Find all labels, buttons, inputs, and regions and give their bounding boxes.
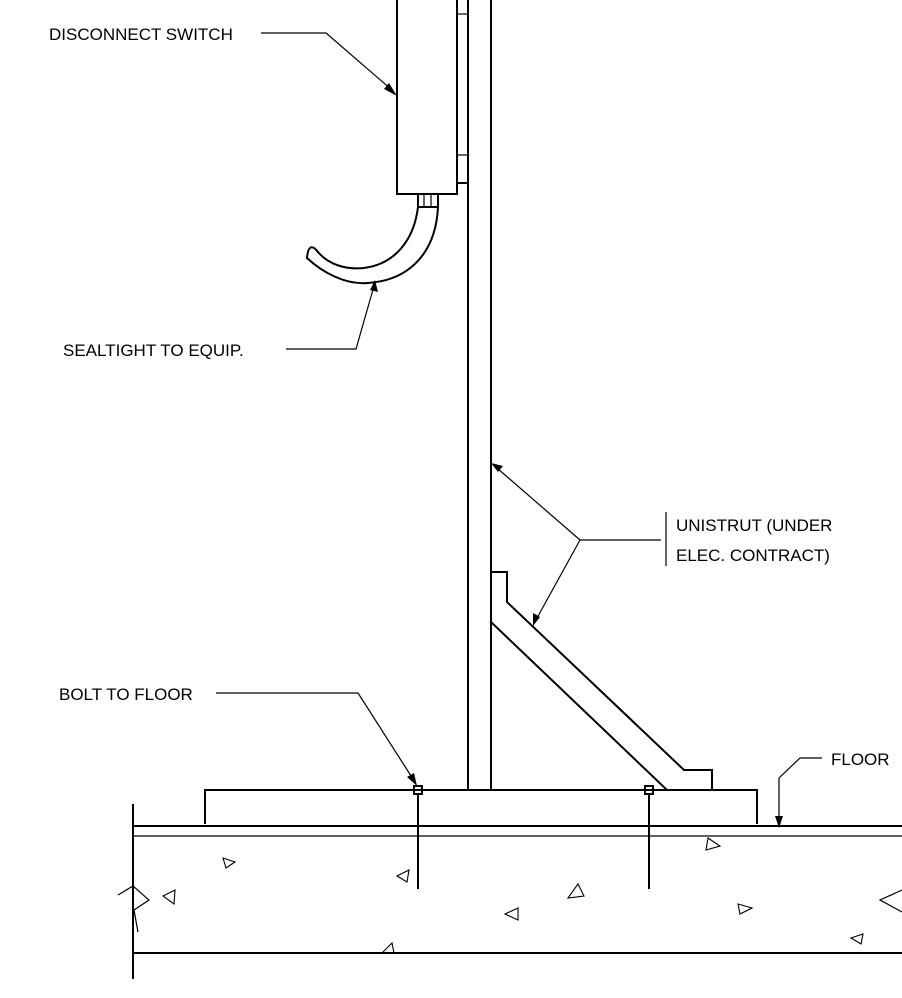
label-floor: FLOOR [831,750,890,769]
left-break-symbol [117,885,150,933]
label-disconnect-switch: DISCONNECT SWITCH [49,25,233,44]
leader-disconnect-switch [261,32,397,96]
leader-bolt-to-floor [216,692,417,786]
leader-floor [775,757,822,828]
disconnect-switch-enclosure [396,0,469,208]
label-unistrut-line2: ELEC. CONTRACT) [676,546,830,565]
leader-unistrut [491,463,661,626]
concrete-slab [117,804,902,979]
label-sealtight: SEALTIGHT TO EQUIP. [63,341,244,360]
label-bolt-to-floor: BOLT TO FLOOR [59,685,193,704]
anchor-bolt-right [644,785,654,889]
label-unistrut-line1: UNISTRUT (UNDER [676,516,832,535]
enclosure-mounting-bracket [456,0,469,184]
sealtight-flexible-conduit [305,205,440,285]
concrete-aggregate [161,837,864,954]
conduit-connector [417,193,439,208]
anchor-bolt-left [413,785,423,889]
vertical-unistrut-channel [467,0,492,791]
diagonal-unistrut-brace [489,571,713,792]
leader-sealtight [286,280,378,350]
unistrut-base-plate [204,789,758,824]
right-break-symbol [878,889,902,913]
